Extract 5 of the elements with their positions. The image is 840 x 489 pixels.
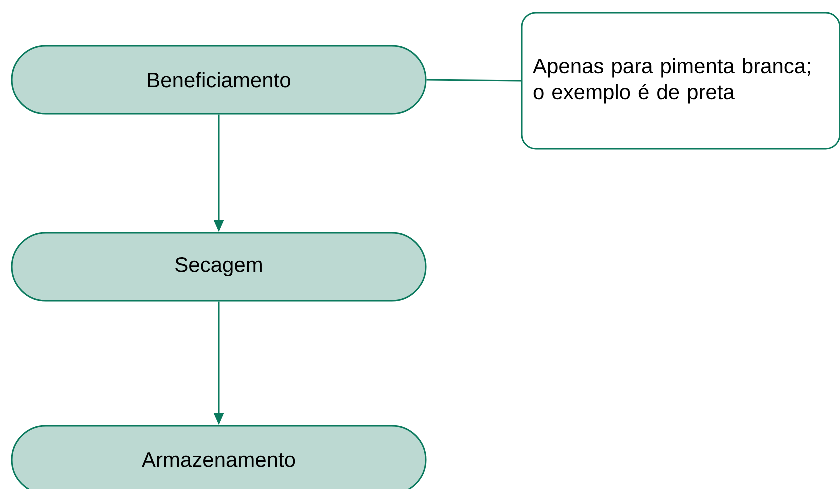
process-box: Armazenamento xyxy=(11,425,427,489)
callout-box: Apenas para pimenta branca; o exemplo é de preta xyxy=(521,12,840,150)
process-box: Beneficiamento xyxy=(11,45,427,115)
process-box: Secagem xyxy=(11,232,427,302)
connector-line xyxy=(426,79,522,82)
